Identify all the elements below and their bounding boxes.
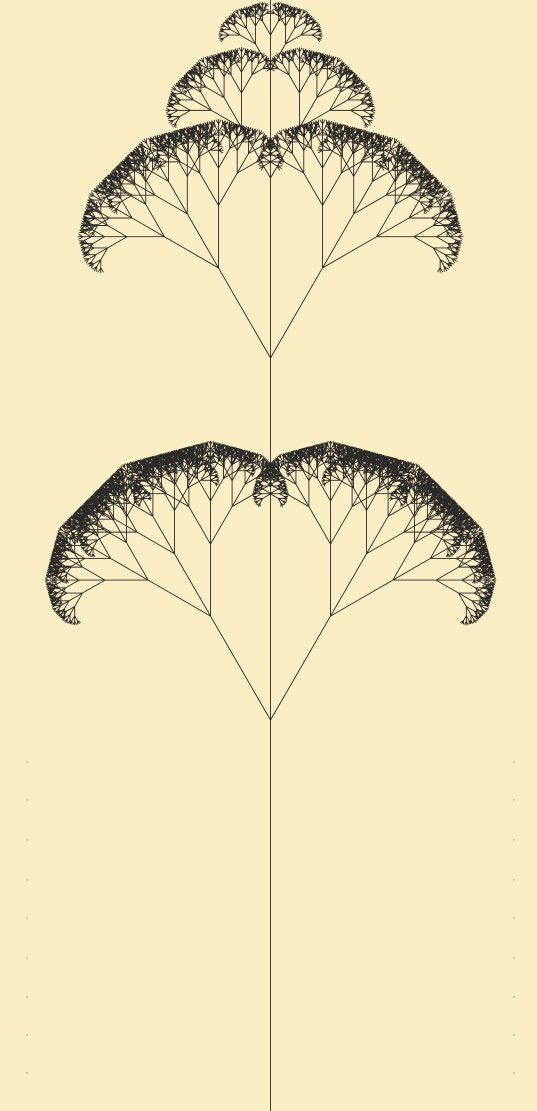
guide-dot xyxy=(513,957,514,958)
guide-dot xyxy=(513,799,514,800)
guide-dot xyxy=(26,996,27,997)
guide-dot xyxy=(26,799,27,800)
guide-dot xyxy=(26,1072,27,1073)
guide-dot xyxy=(26,761,27,762)
guide-dot xyxy=(513,1034,514,1035)
guide-dot xyxy=(513,996,514,997)
guide-dot xyxy=(513,879,514,880)
guide-dot xyxy=(26,839,27,840)
guide-dot xyxy=(513,917,514,918)
guide-dot xyxy=(513,761,514,762)
guide-dot xyxy=(26,879,27,880)
guide-dot xyxy=(26,917,27,918)
guide-dot xyxy=(26,1034,27,1035)
guide-dot xyxy=(513,1072,514,1073)
guide-dot xyxy=(513,839,514,840)
guide-dot xyxy=(26,957,27,958)
